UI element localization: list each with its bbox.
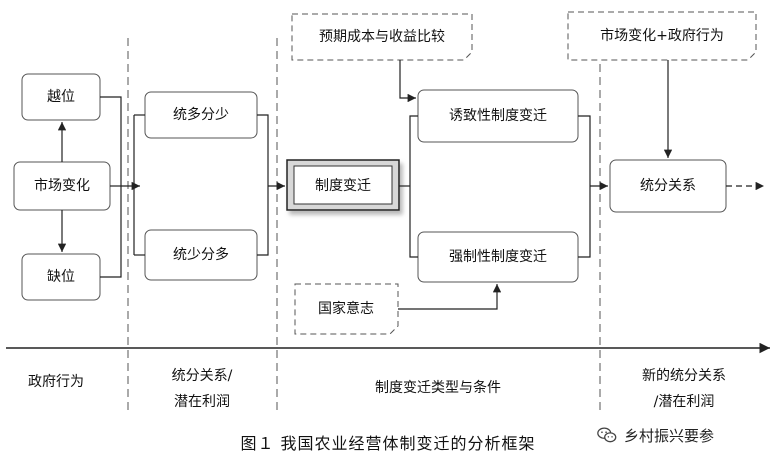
- wechat-icon: [597, 427, 617, 443]
- axis-label-col1: 政府行为: [28, 374, 84, 390]
- axis-label-col2-line1: 统分关系/: [172, 368, 233, 384]
- node-tong-shao-fen-duo: 统少分多: [173, 246, 229, 263]
- figure-caption: 图１ 我国农业经营体制变迁的分析框架: [240, 434, 536, 453]
- axis-label-col4-line2: /潜在利润: [654, 394, 715, 410]
- node-quewei: 缺位: [47, 269, 75, 285]
- connectors: [57, 60, 673, 310]
- node-youzhixing: 诱致性制度变迁: [449, 108, 547, 124]
- note-guojia-box: [294, 283, 399, 335]
- node-tong-duo-fen-shao: 统多分少: [173, 106, 229, 123]
- node-zhidu-bianqian: 制度变迁: [315, 178, 371, 194]
- note-yuqi-box: [291, 13, 473, 61]
- node-tongfen-guanxi: 统分关系: [640, 178, 696, 194]
- column-separators: [127, 38, 601, 410]
- axis-label-col2-line2: 潜在利润: [174, 394, 230, 410]
- watermark: 乡村振兴要参: [596, 418, 768, 452]
- node-yuewei: 越位: [47, 89, 75, 105]
- watermark-text: 乡村振兴要参: [624, 426, 715, 445]
- node-shichang-bianhua: 市场变化: [34, 177, 90, 194]
- node-qiangzhixing: 强制性制度变迁: [449, 249, 547, 265]
- note-guojia-yizhi: 国家意志: [318, 300, 374, 317]
- node-zhidu-bianqian-frame: [286, 159, 400, 211]
- note-yuqi-chengben: 预期成本与收益比较: [319, 29, 445, 45]
- axis-label-col4-line1: 新的统分关系: [642, 368, 726, 384]
- note-shichang-zhengfu: 市场变化+政府行为: [600, 27, 724, 44]
- note-shichang-zhengfu-box: [567, 11, 757, 61]
- axis-label-col3: 制度变迁类型与条件: [375, 379, 501, 396]
